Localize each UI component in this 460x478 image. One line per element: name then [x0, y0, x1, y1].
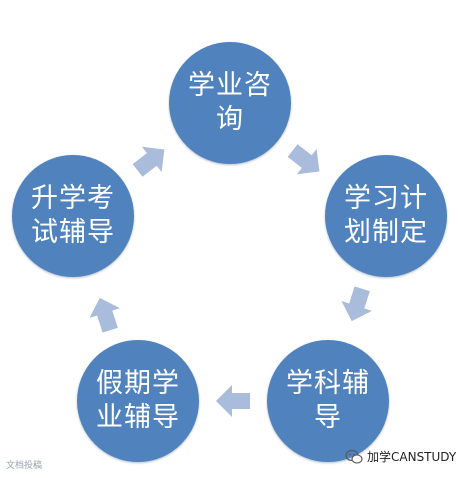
arrow-consult-to-plan: [287, 144, 320, 175]
wechat-icon: [345, 449, 363, 464]
watermark-left-text: 文档投稿: [6, 461, 43, 471]
node-label: 假期学业辅导: [96, 368, 180, 433]
node-label: 学业咨询: [188, 70, 272, 135]
node-label: 升学考试辅导: [31, 183, 115, 248]
arrow-exam-to-consult: [132, 146, 165, 177]
node-study-plan: 学习计划制定: [325, 155, 447, 277]
node-label: 学科辅导: [286, 368, 370, 433]
arrow-plan-to-subject: [341, 286, 372, 322]
watermark-right: 加学CANSTUDY: [345, 448, 456, 465]
arrow-holiday-to-exam: [89, 297, 120, 333]
arrow-subject-to-holiday: [216, 385, 250, 417]
node-subject-tutoring: 学科辅导: [267, 340, 389, 462]
watermark-left: 文档投稿: [6, 458, 42, 471]
node-exam-tutoring: 升学考试辅导: [12, 155, 134, 277]
watermark-right-text: 加学CANSTUDY: [367, 450, 457, 464]
node-holiday-tutoring: 假期学业辅导: [77, 340, 199, 462]
node-academic-consulting: 学业咨询: [169, 42, 291, 164]
node-label: 学习计划制定: [344, 183, 428, 248]
